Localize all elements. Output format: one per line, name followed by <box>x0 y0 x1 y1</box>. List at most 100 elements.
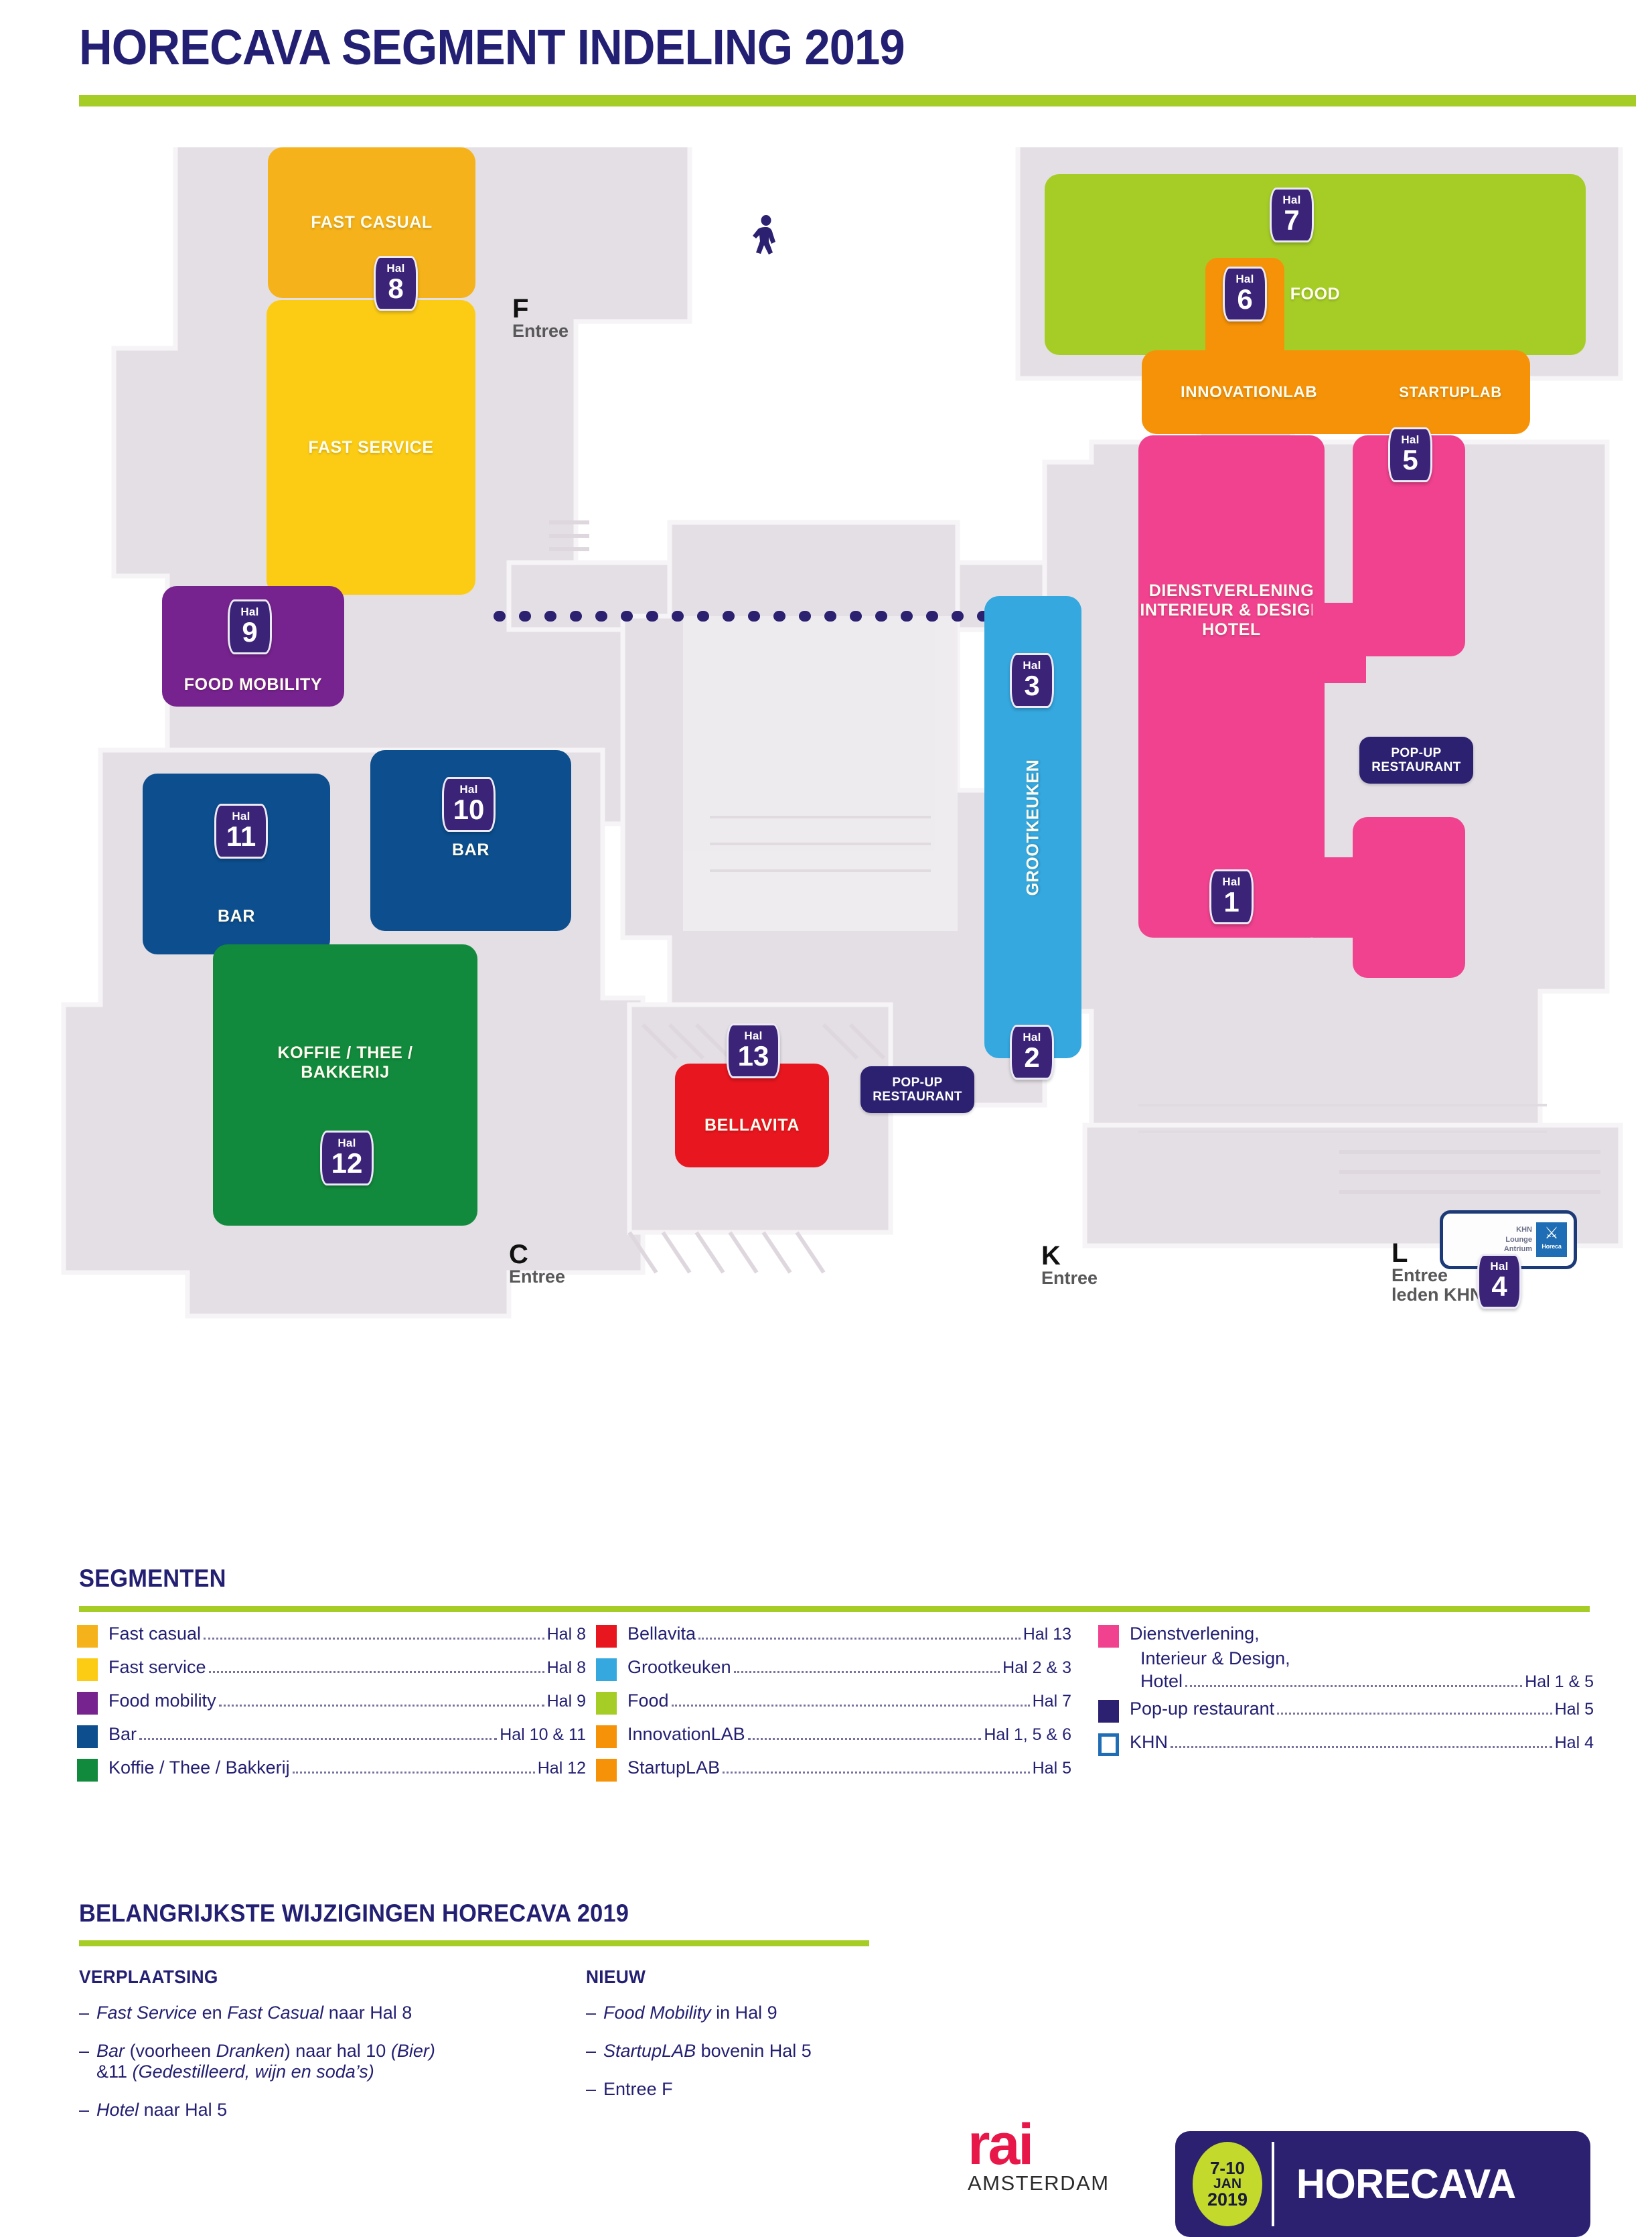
hall-badge-8[interactable]: Hal 8 <box>374 256 418 311</box>
zone-hal5-lower[interactable] <box>1353 817 1465 978</box>
leader-dots <box>139 1738 498 1740</box>
legend-hall: Hal 13 <box>1023 1625 1071 1644</box>
zone-food[interactable]: FOOD <box>1045 174 1586 355</box>
zone-bellavita[interactable]: BELLAVITA <box>675 1064 829 1167</box>
legend-item[interactable]: StartupLAB Hal 5 <box>596 1757 1071 1784</box>
hal-number: 13 <box>737 1040 769 1072</box>
legend-column-1: Fast casual Hal 8 Fast service Hal 8 Foo… <box>77 1623 586 1791</box>
entree-letter: C <box>509 1240 528 1269</box>
hall-badge-10[interactable]: Hal 10 <box>442 777 496 832</box>
entree-letter: L <box>1392 1238 1408 1268</box>
hall-badge-2[interactable]: Hal 2 <box>1010 1025 1054 1080</box>
hall-badge-9[interactable]: Hal 9 <box>228 599 272 654</box>
zone-label: FAST CASUAL <box>311 213 433 232</box>
legend-item[interactable]: Food Hal 7 <box>596 1690 1071 1717</box>
legend-item[interactable]: InnovationLAB Hal 1, 5 & 6 <box>596 1724 1071 1751</box>
hal-word: Hal <box>232 810 250 822</box>
wijzigingen-rule <box>79 1940 869 1946</box>
hall-badge-3[interactable]: Hal 3 <box>1010 653 1054 708</box>
zone-pink-connector <box>1312 603 1366 683</box>
zone-fast-service[interactable]: FAST SERVICE <box>267 300 475 595</box>
page-title: HORECAVA SEGMENT INDELING 2019 <box>79 19 905 75</box>
dash-bullet: – <box>586 2041 597 2062</box>
zone-label: BAR <box>218 907 255 926</box>
zone-fast-casual[interactable]: FAST CASUAL <box>268 147 475 298</box>
khn-line-1: KHN <box>1516 1225 1532 1234</box>
entree-text: Entree leden KHN <box>1392 1265 1483 1305</box>
legend-item[interactable]: Fast casual Hal 8 <box>77 1623 586 1650</box>
legend-label: Bellavita <box>627 1623 696 1644</box>
leader-dots <box>671 1705 1030 1707</box>
hal-word: Hal <box>1023 659 1041 672</box>
hal-word: Hal <box>1282 194 1301 206</box>
popup-restaurant-hal5[interactable]: POP-UP RESTAURANT <box>1359 737 1473 784</box>
leader-dots <box>292 1772 535 1774</box>
hall-badge-4[interactable]: Hal 4 <box>1477 1254 1521 1309</box>
crown-icon: ⚔ <box>1544 1224 1559 1242</box>
legend-item[interactable]: Pop-up restaurant Hal 5 <box>1098 1699 1594 1725</box>
hal-number: 8 <box>388 273 404 304</box>
pedestrian-icon <box>750 215 781 263</box>
legend-item[interactable]: KHN Hal 4 <box>1098 1732 1594 1759</box>
zone-dienstverlening[interactable]: DIENSTVERLENING INTERIEUR & DESIGN HOTEL <box>1138 435 1325 938</box>
hall-badge-13[interactable]: Hal 13 <box>727 1023 780 1078</box>
hall-badge-11[interactable]: Hal 11 <box>214 804 268 859</box>
legend-label: Koffie / Thee / Bakkerij <box>108 1757 290 1778</box>
popup-restaurant-hal13[interactable]: POP-UP RESTAURANT <box>860 1066 974 1113</box>
dash-bullet: – <box>586 2003 597 2023</box>
zone-innovationlab[interactable]: INNOVATIONLAB STARTUPLAB <box>1142 350 1530 434</box>
zone-label: BELLAVITA <box>704 1116 800 1135</box>
hall-badge-1[interactable]: Hal 1 <box>1209 869 1254 924</box>
hal-number: 5 <box>1402 444 1418 476</box>
hall-badge-7[interactable]: Hal 7 <box>1270 188 1314 242</box>
legend-hall: Hal 9 <box>546 1692 586 1711</box>
legend-label: Food <box>627 1690 669 1711</box>
leader-dots <box>747 1738 982 1740</box>
rai-wordmark: rai <box>968 2112 1034 2177</box>
header-rule <box>79 95 1636 106</box>
legend-hall: Hal 8 <box>546 1658 586 1677</box>
rai-city-label: AMSTERDAM <box>968 2171 1110 2195</box>
color-swatch <box>596 1725 617 1748</box>
legend-item[interactable]: Food mobility Hal 9 <box>77 1690 586 1717</box>
hall-badge-5[interactable]: Hal 5 <box>1388 427 1432 482</box>
entree-letter: K <box>1041 1241 1061 1271</box>
hall-badge-12[interactable]: Hal 12 <box>320 1131 374 1185</box>
legend-item[interactable]: Bar Hal 10 & 11 <box>77 1724 586 1751</box>
legend-label: Pop-up restaurant <box>1130 1698 1275 1719</box>
legend-hall: Hal 2 & 3 <box>1002 1658 1071 1677</box>
leader-dots <box>204 1638 544 1640</box>
color-swatch <box>596 1658 617 1681</box>
leader-dots <box>733 1671 1000 1673</box>
legend-label: Dienstverlening, <box>1130 1623 1260 1644</box>
entree-k: K Entree <box>1041 1241 1098 1288</box>
change-item: – Entree F <box>586 2079 1055 2100</box>
segmenten-rule <box>79 1606 1590 1612</box>
segmenten-title: SEGMENTEN <box>79 1565 226 1592</box>
entree-f: F Entree <box>512 295 569 341</box>
hall-badge-6[interactable]: Hal 6 <box>1223 267 1267 321</box>
hal-word: Hal <box>337 1137 356 1149</box>
zone-label: GROOTKEUKEN <box>1023 759 1042 895</box>
hal-word: Hal <box>240 605 259 618</box>
legend-item[interactable]: Fast service Hal 8 <box>77 1657 586 1684</box>
hal-number: 7 <box>1284 204 1300 236</box>
changes-column-verplaatsing: VERPLAATSING – Fast Service en Fast Casu… <box>79 1966 588 2138</box>
legend-item[interactable]: Bellavita Hal 13 <box>596 1623 1071 1650</box>
zone-label: DIENSTVERLENING INTERIEUR & DESIGN HOTEL <box>1140 581 1323 639</box>
date-oval: 7-10 JAN 2019 <box>1193 2142 1262 2226</box>
color-swatch <box>1098 1733 1119 1756</box>
popup-label: POP-UP RESTAURANT <box>873 1075 962 1104</box>
legend-label: StartupLAB <box>627 1757 721 1778</box>
legend-item[interactable]: Koffie / Thee / Bakkerij Hal 12 <box>77 1757 586 1784</box>
horeca-logo-text: Horeca <box>1542 1243 1562 1250</box>
legend-item[interactable]: Grootkeuken Hal 2 & 3 <box>596 1657 1071 1684</box>
legend-item[interactable]: Dienstverlening, Interieur & Design, Hot… <box>1098 1623 1594 1693</box>
leader-dots <box>698 1638 1021 1640</box>
zone-label: FOOD MOBILITY <box>183 675 323 694</box>
zone-bar-hal11[interactable]: BAR <box>143 774 330 954</box>
color-swatch <box>77 1725 98 1748</box>
changes-column-nieuw: NIEUW – Food Mobility in Hal 9 – Startup… <box>586 1966 1055 2117</box>
hal-word: Hal <box>459 783 478 796</box>
hal-word: Hal <box>1023 1031 1041 1043</box>
